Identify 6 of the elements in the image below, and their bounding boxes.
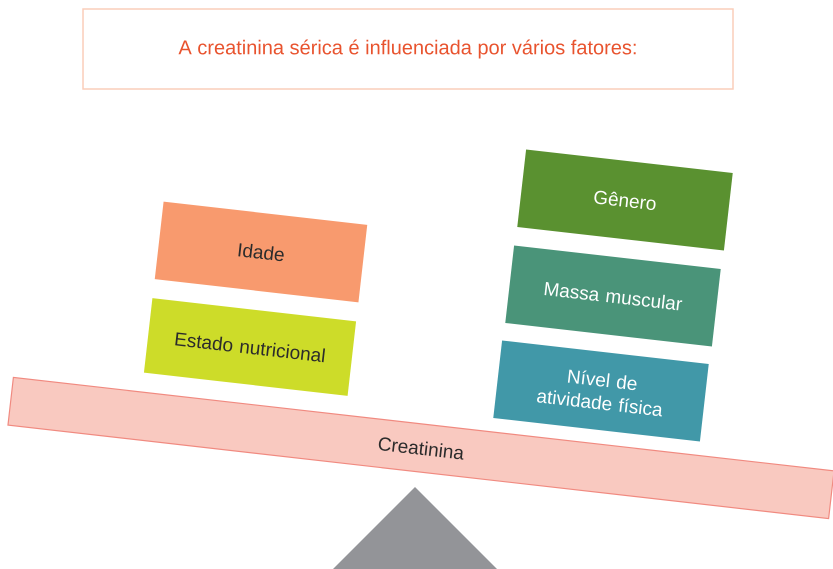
title-box: A creatinina sérica é influenciada por vários fatores: (82, 8, 734, 90)
factor-block: Gênero (517, 149, 733, 251)
factor-block: Nível de atividade física (493, 340, 709, 442)
factor-block: Estado nutricional (144, 298, 356, 396)
factor-block: Idade (154, 202, 368, 302)
factor-block: Massa muscular (505, 245, 721, 347)
